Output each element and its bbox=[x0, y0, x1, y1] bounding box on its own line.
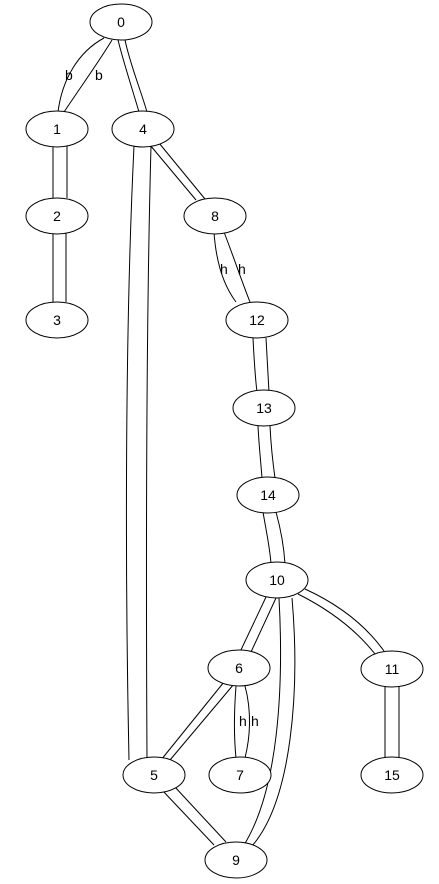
node-4[interactable]: 4 bbox=[111, 110, 175, 148]
node-6-label: 6 bbox=[235, 660, 243, 676]
node-1[interactable]: 1 bbox=[25, 110, 89, 148]
edge-10-6-b bbox=[250, 597, 277, 653]
edge-13-14-a bbox=[257, 425, 263, 479]
edge-label-6-7-b: h bbox=[251, 713, 259, 729]
edges-layer bbox=[52, 37, 400, 847]
edge-12-13-a bbox=[252, 337, 258, 393]
edge-4-5-a bbox=[125, 145, 135, 761]
edge-6-5-b bbox=[169, 683, 235, 761]
edge-10-11-a bbox=[297, 593, 376, 655]
edge-6-7-a bbox=[234, 685, 237, 759]
node-7-label: 7 bbox=[236, 767, 244, 783]
edge-label-0-1-b: b bbox=[95, 67, 103, 83]
edge-10-9-a bbox=[243, 597, 282, 846]
node-15-label: 15 bbox=[384, 767, 400, 783]
node-7[interactable]: 7 bbox=[208, 756, 272, 794]
node-9-label: 9 bbox=[232, 852, 240, 868]
node-2-label: 2 bbox=[53, 208, 61, 224]
edge-labels-layer: b b h h h h bbox=[65, 67, 259, 729]
edge-label-0-1-a: b bbox=[65, 67, 73, 83]
node-10[interactable]: 10 bbox=[245, 561, 309, 599]
edge-5-9-a bbox=[161, 789, 215, 846]
node-12-label: 12 bbox=[249, 312, 265, 328]
node-14[interactable]: 14 bbox=[236, 476, 300, 514]
edge-0-1-a bbox=[57, 37, 105, 113]
node-3-label: 3 bbox=[53, 312, 61, 328]
node-0-label: 0 bbox=[117, 14, 125, 30]
node-0[interactable]: 0 bbox=[89, 3, 153, 41]
node-2[interactable]: 2 bbox=[25, 197, 89, 235]
node-4-label: 4 bbox=[139, 121, 147, 137]
nodes-layer: 0 1 2 3 4 8 12 13 bbox=[25, 3, 424, 879]
edge-14-10-b bbox=[275, 511, 286, 565]
edge-6-7-b bbox=[244, 685, 251, 759]
node-15[interactable]: 15 bbox=[360, 756, 424, 794]
edge-8-12-a bbox=[213, 231, 237, 303]
edge-8-12-b bbox=[223, 231, 251, 303]
node-6[interactable]: 6 bbox=[207, 649, 271, 687]
node-13[interactable]: 13 bbox=[232, 389, 296, 427]
edge-0-4-a bbox=[117, 39, 140, 113]
edge-5-9-b bbox=[173, 785, 227, 843]
edge-14-10-a bbox=[262, 511, 272, 565]
node-11[interactable]: 11 bbox=[360, 650, 424, 688]
node-5-label: 5 bbox=[150, 767, 158, 783]
node-14-label: 14 bbox=[260, 487, 276, 503]
edge-label-8-12-a: h bbox=[220, 261, 228, 277]
node-1-label: 1 bbox=[53, 121, 61, 137]
node-12[interactable]: 12 bbox=[225, 301, 289, 339]
edge-label-8-12-b: h bbox=[238, 261, 246, 277]
edge-12-13-b bbox=[265, 337, 270, 393]
edge-13-14-b bbox=[269, 425, 276, 479]
node-9[interactable]: 9 bbox=[204, 841, 268, 879]
node-3[interactable]: 3 bbox=[25, 301, 89, 339]
edge-10-11-b bbox=[304, 588, 385, 652]
edge-10-9-b bbox=[251, 597, 296, 847]
edge-10-6-a bbox=[239, 596, 267, 653]
edge-label-6-7-a: h bbox=[239, 713, 247, 729]
node-11-label: 11 bbox=[385, 661, 400, 677]
edge-0-1-b bbox=[63, 39, 113, 113]
edge-0-4-b bbox=[124, 39, 148, 113]
node-13-label: 13 bbox=[256, 400, 272, 416]
edge-4-5-b bbox=[145, 145, 152, 761]
node-5[interactable]: 5 bbox=[122, 756, 186, 794]
edge-6-5-a bbox=[160, 681, 225, 761]
node-10-label: 10 bbox=[269, 572, 285, 588]
node-8[interactable]: 8 bbox=[183, 197, 247, 235]
node-8-label: 8 bbox=[211, 208, 219, 224]
edge-4-8-a bbox=[149, 144, 197, 201]
edge-4-8-b bbox=[158, 142, 206, 200]
